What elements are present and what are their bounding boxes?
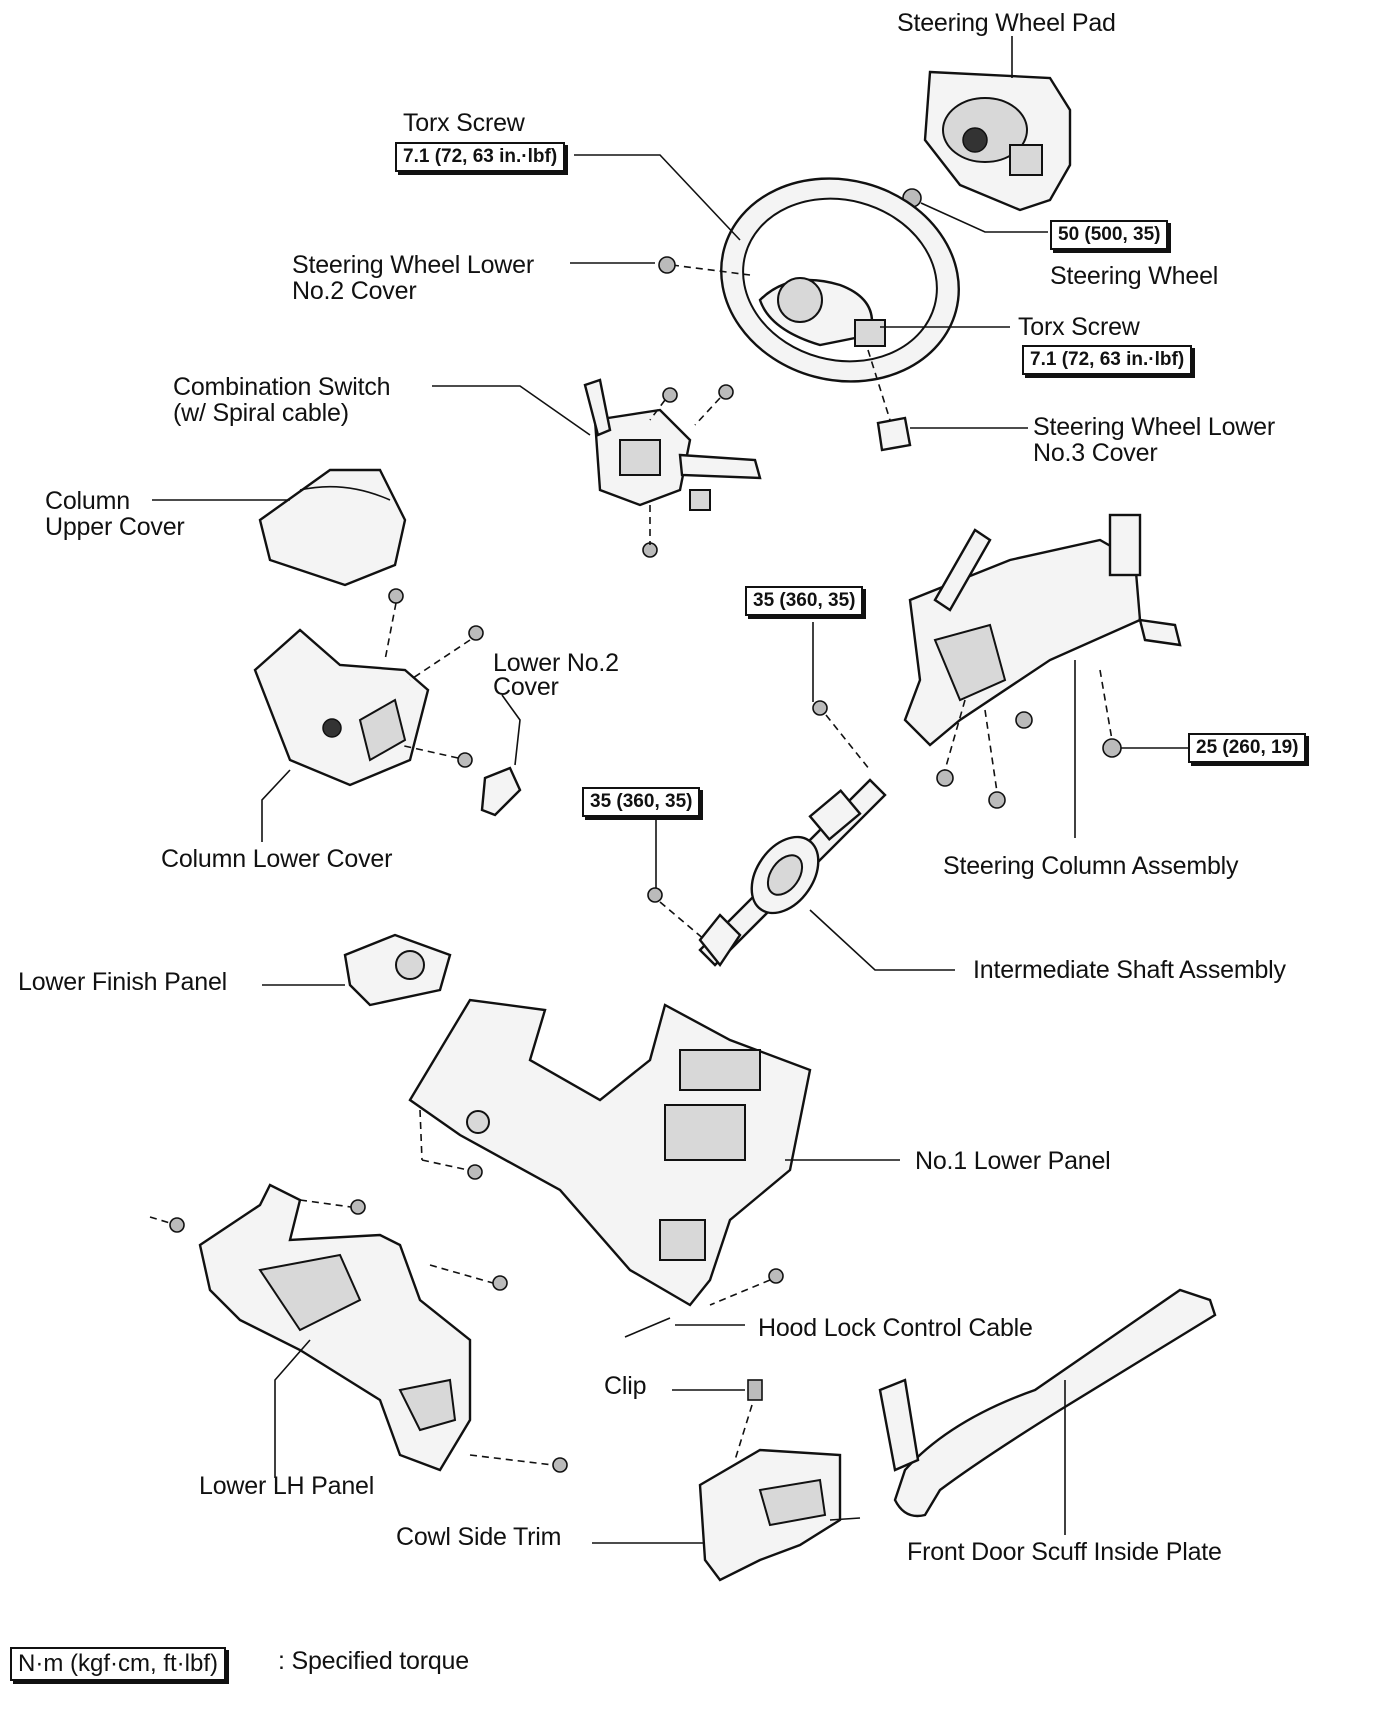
legend-unit-box: N·m (kgf·cm, ft·lbf): [10, 1647, 226, 1681]
label-torx-screw-lower: Torx Screw: [1018, 313, 1140, 341]
label-lower-lh-panel: Lower LH Panel: [199, 1472, 375, 1500]
cowl-side-trim-drawing: [698, 1448, 861, 1582]
combination-switch-drawing: [583, 378, 762, 558]
label-steering-wheel-lower-no3-cover-line2: No.3 Cover: [1033, 439, 1158, 467]
label-steering-wheel-lower-no3-cover-line1: Steering Wheel Lower: [1033, 413, 1275, 441]
torque-column-nut: 25 (260, 19): [1188, 733, 1307, 763]
label-steering-wheel: Steering Wheel: [1050, 262, 1219, 290]
no3-cover-drawing: [876, 416, 912, 452]
front-door-scuff-plate-drawing: [878, 1288, 1217, 1518]
torque-steering-wheel: 50 (500, 35): [1050, 220, 1169, 250]
label-steering-wheel-pad: Steering Wheel Pad: [897, 9, 1116, 37]
intermediate-shaft-drawing: [698, 778, 887, 968]
label-front-door-scuff-inside-plate: Front Door Scuff Inside Plate: [907, 1538, 1222, 1566]
label-torx-screw-upper: Torx Screw: [403, 109, 525, 137]
no1-lower-panel-drawing: [408, 998, 812, 1307]
lower-no2-cover-drawing: [480, 766, 522, 817]
label-steering-column-assembly: Steering Column Assembly: [943, 852, 1239, 880]
label-cowl-side-trim: Cowl Side Trim: [396, 1523, 562, 1551]
label-combination-switch-line1: Combination Switch: [173, 373, 391, 401]
column-upper-cover-drawing: [258, 468, 407, 587]
torque-torx-screw-lower: 7.1 (72, 63 in.·lbf): [1022, 345, 1193, 375]
label-hood-lock-control-cable: Hood Lock Control Cable: [758, 1314, 1033, 1342]
label-steering-wheel-lower-no2-cover-line1: Steering Wheel Lower: [292, 251, 534, 279]
steering-column-assembly-drawing: [903, 513, 1182, 809]
label-steering-wheel-lower-no2-cover-line2: No.2 Cover: [292, 277, 417, 305]
label-column-lower-cover: Column Lower Cover: [161, 845, 393, 873]
label-column-upper-cover-line1: Column: [45, 487, 130, 515]
lower-finish-panel-drawing: [343, 933, 452, 1007]
steering-wheel-drawing: [720, 177, 960, 383]
label-clip: Clip: [604, 1372, 647, 1400]
torque-column-bolt: 35 (360, 35): [745, 586, 864, 616]
column-lower-cover-drawing: [253, 628, 430, 787]
lower-lh-panel-drawing: [198, 1183, 472, 1472]
clip-drawing: [747, 1379, 763, 1401]
label-combination-switch-line2: (w/ Spiral cable): [173, 399, 349, 427]
legend-description: : Specified torque: [278, 1647, 469, 1675]
label-intermediate-shaft-assembly: Intermediate Shaft Assembly: [973, 956, 1286, 984]
label-no1-lower-panel: No.1 Lower Panel: [915, 1147, 1111, 1175]
torque-shaft-bolt: 35 (360, 35): [582, 787, 701, 817]
steering-wheel-pad-drawing: [923, 36, 1072, 212]
torque-torx-screw-upper: 7.1 (72, 63 in.·lbf): [395, 142, 566, 172]
label-lower-no2-cover-line2: Cover: [493, 673, 559, 701]
label-lower-no2-cover-line1: Lower No.2: [493, 649, 619, 677]
label-lower-finish-panel: Lower Finish Panel: [18, 968, 228, 996]
label-column-upper-cover-line2: Upper Cover: [45, 513, 185, 541]
